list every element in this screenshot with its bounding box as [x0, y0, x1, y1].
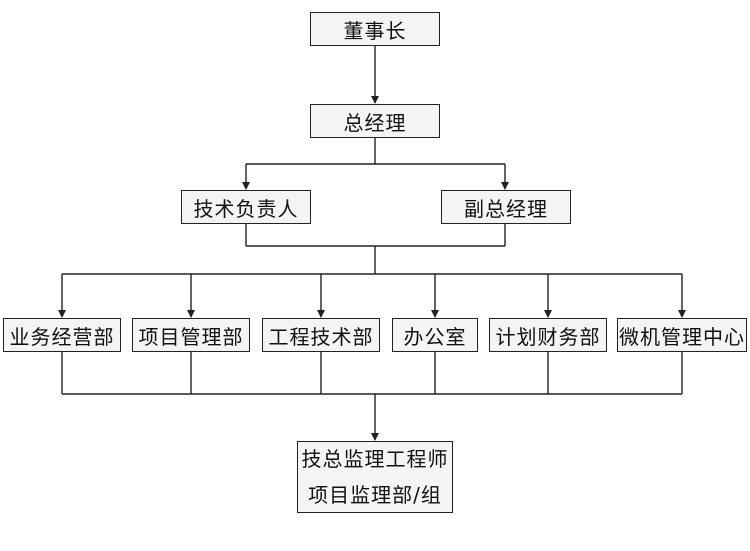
supervision-line2: 项目监理部/组 [308, 483, 442, 507]
general-manager-label: 总经理 [343, 110, 407, 135]
dept-project-box: 项目管理部 [132, 318, 250, 352]
deputy-gm-box: 副总经理 [441, 190, 571, 224]
general-manager-box: 总经理 [310, 104, 440, 138]
dept-business-box: 业务经营部 [3, 318, 121, 352]
dept-office-label: 办公室 [403, 324, 467, 349]
deputy-gm-label: 副总经理 [464, 196, 548, 221]
supervision-line1: 技总监理工程师 [301, 447, 449, 471]
supervision-box: 技总监理工程师 项目监理部/组 [297, 441, 453, 513]
tech-lead-box: 技术负责人 [181, 190, 311, 224]
dept-finance-box: 计划财务部 [489, 318, 607, 352]
dept-computer-label: 微机管理中心 [619, 324, 745, 349]
tech-lead-label: 技术负责人 [193, 196, 299, 221]
dept-computer-box: 微机管理中心 [617, 318, 747, 352]
dept-engineering-label: 工程技术部 [268, 324, 374, 349]
dept-engineering-box: 工程技术部 [262, 318, 380, 352]
dept-project-label: 项目管理部 [138, 324, 244, 349]
dept-office-box: 办公室 [392, 318, 478, 352]
chairman-label: 董事长 [343, 18, 407, 43]
dept-finance-label: 计划财务部 [495, 324, 601, 349]
dept-business-label: 业务经营部 [9, 324, 115, 349]
chairman-box: 董事长 [310, 12, 440, 46]
